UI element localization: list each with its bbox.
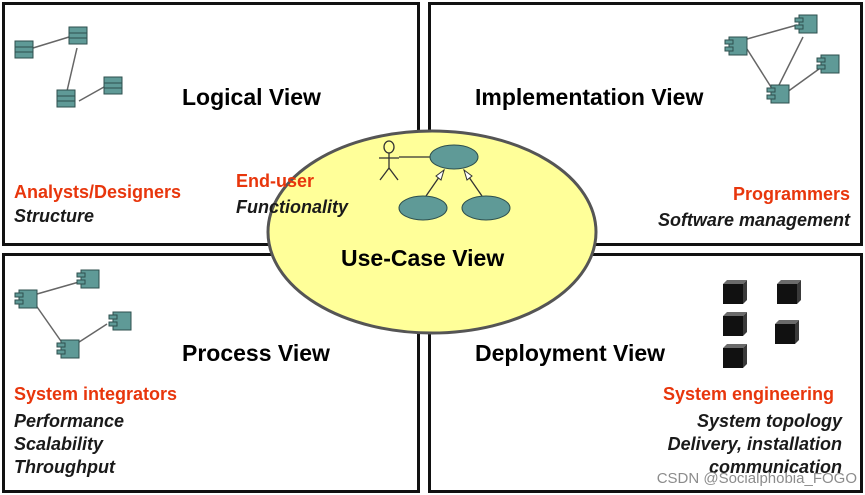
watermark: CSDN @Socialphobia_FOGO	[656, 470, 857, 487]
process-view-panel: Process View System integrators Performa…	[2, 253, 420, 493]
deployment-view-title: Deployment View	[475, 340, 666, 366]
deployment-view-concern: communication	[708, 457, 842, 477]
deployment-view-role: System engineering	[662, 384, 834, 404]
logical-view-role: Analysts/Designers	[14, 182, 182, 202]
use-case-diagram-icon	[379, 140, 511, 221]
implementation-view-concern: Software management	[657, 210, 850, 230]
class-diagram-icon	[14, 26, 123, 108]
use-case-view-concern: Functionality	[236, 197, 348, 217]
process-view-role: System integrators	[14, 384, 178, 404]
implementation-view-role: Programmers	[732, 184, 850, 204]
process-view-concern: Scalability	[14, 434, 104, 454]
process-diagram-icon	[14, 269, 132, 359]
process-view-concern: Throughput	[14, 457, 115, 477]
deployment-view-concern: Delivery, installation	[667, 434, 842, 454]
implementation-view-title: Implementation View	[475, 84, 704, 110]
process-view-title: Process View	[182, 340, 330, 366]
component-diagram-icon	[724, 14, 840, 104]
use-case-view-role: End-user	[236, 171, 315, 191]
process-view-concern: Performance	[14, 411, 125, 431]
logical-view-title: Logical View	[182, 84, 321, 110]
use-case-view-title: Use-Case View	[341, 245, 505, 271]
logical-view-panel: Logical View Analysts/Designers Structur…	[2, 2, 420, 246]
deployment-view-concern: System topology	[696, 411, 842, 431]
use-case-ellipse	[266, 129, 598, 335]
logical-view-concern: Structure	[14, 206, 95, 226]
node-cubes-icon	[723, 280, 801, 368]
